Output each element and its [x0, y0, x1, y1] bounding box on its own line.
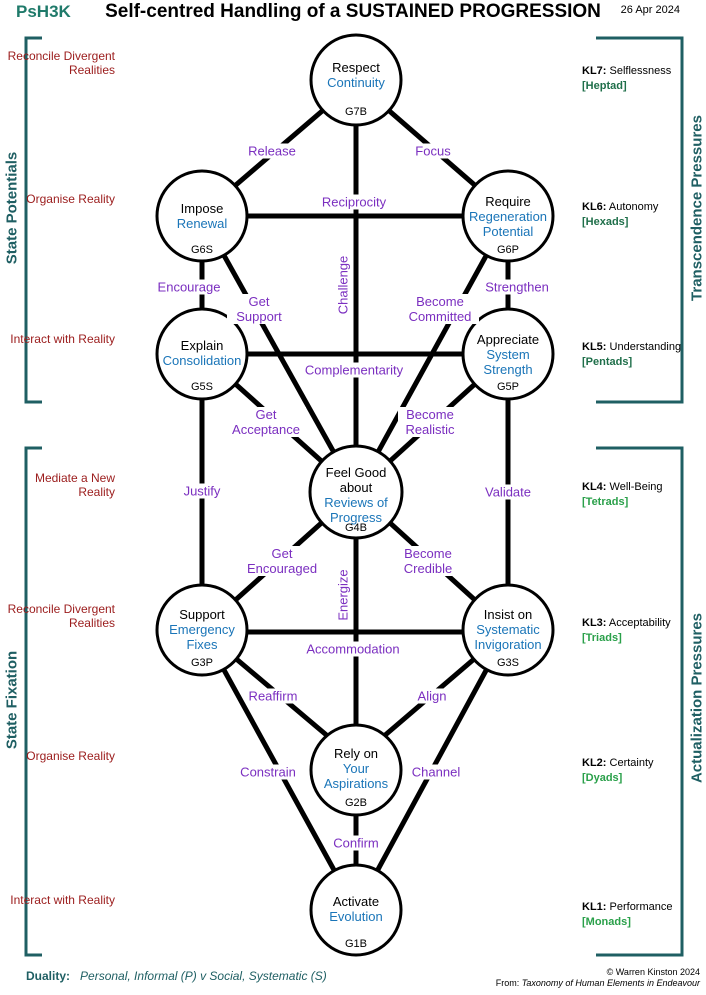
- node-g6s-id: G6S: [190, 244, 214, 256]
- link-become-realistic: Become Realistic: [398, 407, 462, 437]
- node-circle-g5s: [155, 307, 249, 401]
- node-circles: [155, 33, 555, 957]
- credits: © Warren Kinston 2024 From: Taxonomy of …: [495, 967, 700, 988]
- link-challenge: Challenge: [335, 253, 351, 317]
- node-g6p-id: G6P: [496, 244, 520, 256]
- node-circle-g3s: [461, 583, 555, 677]
- left-label-7: Reconcile Divergent Realities: [7, 49, 115, 77]
- link-get-support: Get Support: [227, 294, 291, 324]
- level-kl1: KL1: Performance[Monads]: [582, 901, 673, 928]
- link-justify: Justify: [181, 483, 223, 499]
- node-circle-g6s: [155, 169, 249, 263]
- level-kl2: KL2: Certainty[Dyads]: [582, 757, 654, 784]
- left-label-2: Organise Reality: [26, 749, 115, 763]
- link-reciprocity: Reciprocity: [319, 194, 389, 210]
- left-label-4: Mediate a New Reality: [34, 471, 115, 499]
- left-label-6: Organise Reality: [26, 192, 115, 206]
- level-kl5: KL5: Understanding[Pentads]: [582, 341, 682, 368]
- document-code: PsH3K: [16, 2, 71, 21]
- node-circle-g2: [309, 723, 403, 817]
- link-complementarity: Complementarity: [302, 362, 406, 378]
- left-brackets: [24, 36, 42, 957]
- left-label-3: Reconcile Divergent Realities: [7, 602, 115, 630]
- node-g5p-id: G5P: [496, 381, 520, 393]
- link-become-credible: Become Credible: [397, 546, 459, 576]
- node-circle-g6p: [461, 169, 555, 263]
- link-validate: Validate: [482, 484, 534, 500]
- link-channel: Channel: [409, 764, 463, 780]
- link-confirm: Confirm: [331, 835, 381, 851]
- node-circle-g4: [308, 444, 404, 540]
- node-circle-g3p: [155, 583, 249, 677]
- link-energize: Energize: [335, 567, 351, 623]
- left-title-top: State Potentials: [3, 151, 21, 265]
- node-g2-id: G2B: [344, 797, 368, 809]
- right-title-bottom: Actualization Pressures: [688, 612, 706, 784]
- document-date: 26 Apr 2024: [620, 4, 680, 16]
- duality-note: Duality: Personal, Informal (P) v Social…: [26, 969, 327, 983]
- link-get-acceptance: Get Acceptance: [226, 407, 306, 437]
- node-g1-id: G1B: [344, 938, 368, 950]
- node-g3s-id: G3S: [496, 657, 520, 669]
- link-align: Align: [415, 688, 449, 704]
- node-g5s-id: G5S: [190, 381, 214, 393]
- node-g3p-id: G3P: [190, 657, 214, 669]
- link-strengthen: Strengthen: [483, 279, 551, 295]
- node-circle-g1: [309, 863, 403, 957]
- right-brackets: [596, 36, 684, 957]
- left-label-1: Interact with Reality: [10, 893, 115, 907]
- link-reaffirm: Reaffirm: [246, 688, 300, 704]
- link-release: Release: [246, 143, 298, 159]
- level-kl7: KL7: Selflessness[Heptad]: [582, 65, 672, 92]
- left-title-bottom: State Fixation: [3, 650, 21, 750]
- right-title-top: Transcendence Pressures: [688, 115, 706, 301]
- node-g4-id: G4B: [344, 522, 368, 534]
- node-g7-id: G7B: [344, 106, 368, 118]
- link-get-encouraged: Get Encouraged: [240, 546, 324, 576]
- level-kl4: KL4: Well-Being[Tetrads]: [582, 481, 663, 508]
- link-constrain: Constrain: [238, 764, 298, 780]
- link-accommodation: Accommodation: [304, 641, 402, 657]
- level-kl3: KL3: Acceptability[Triads]: [582, 617, 671, 644]
- level-kl6: KL6: Autonomy[Hexads]: [582, 201, 659, 228]
- node-circle-g7: [309, 33, 403, 127]
- page-title: Self-centred Handling of a SUSTAINED PRO…: [105, 1, 601, 22]
- link-encourage: Encourage: [155, 279, 223, 295]
- link-become-committed: Become Committed: [401, 294, 479, 324]
- link-focus: Focus: [413, 143, 453, 159]
- node-circle-g5p: [461, 307, 555, 401]
- left-label-5: Interact with Reality: [10, 332, 115, 346]
